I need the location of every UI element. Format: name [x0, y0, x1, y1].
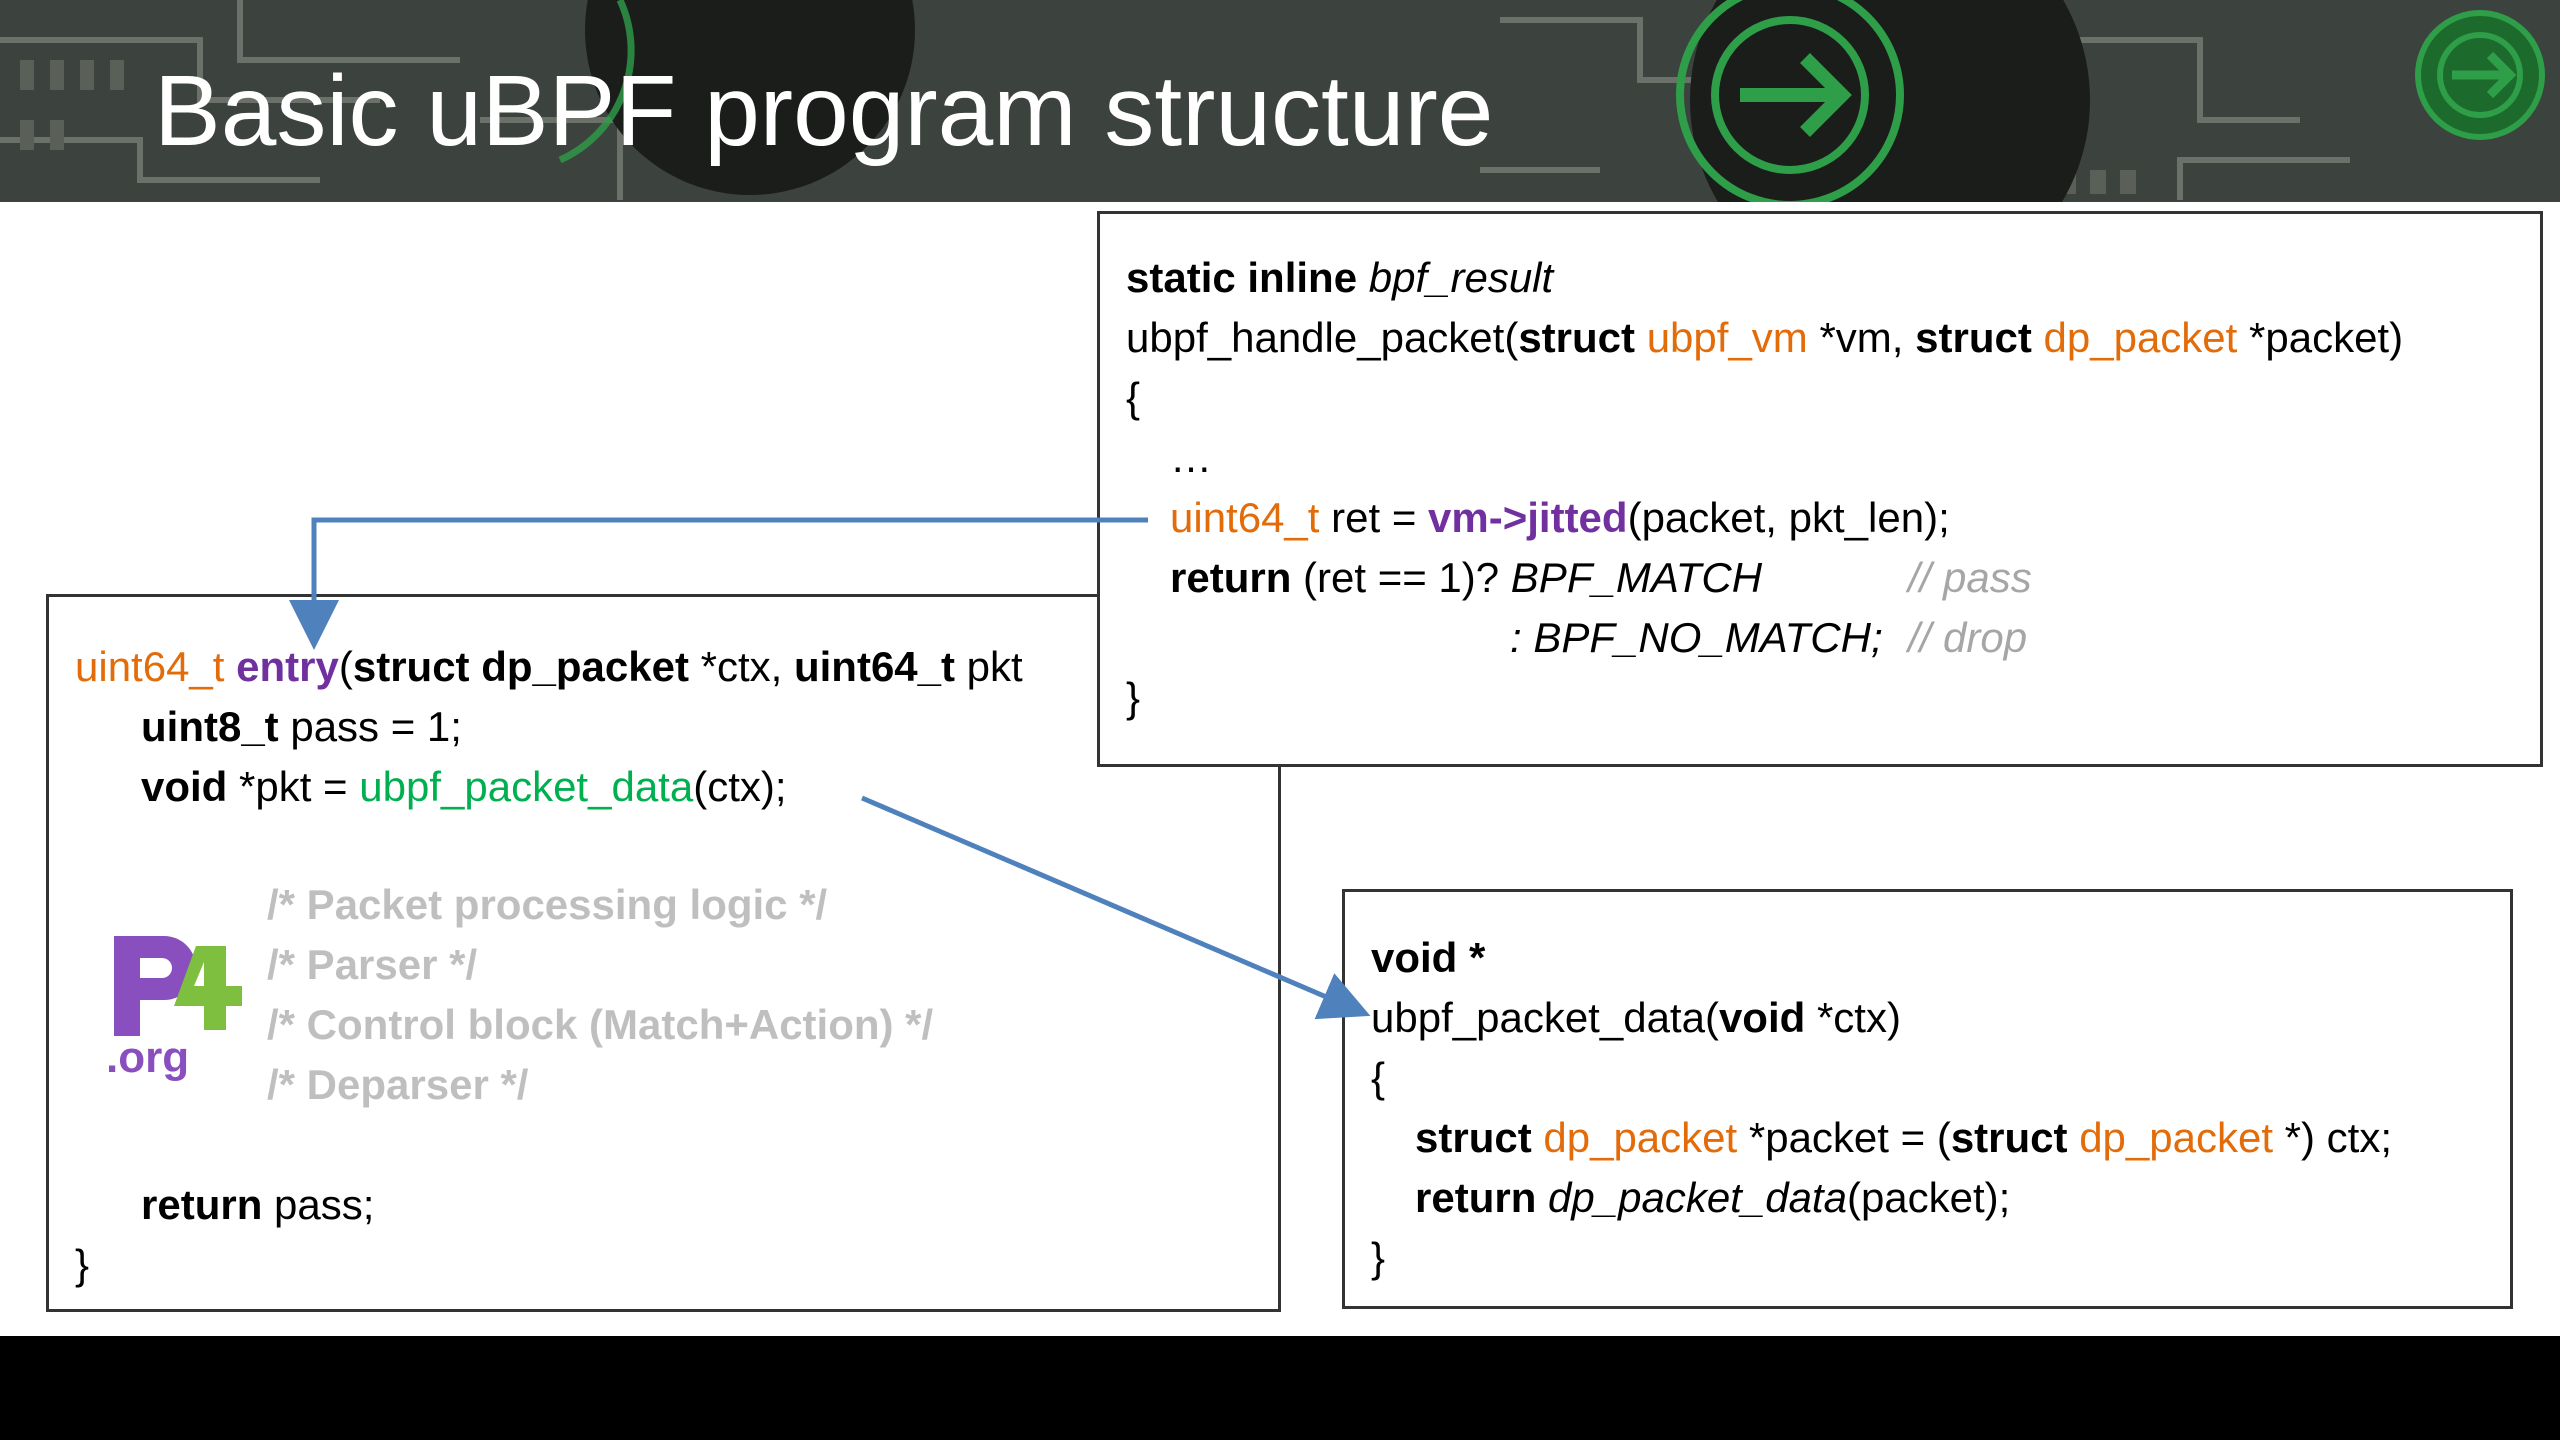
keyword-token: void — [141, 763, 228, 810]
data-signature-line: ubpf_packet_data(void *ctx) — [1371, 988, 1901, 1048]
keyword-token: struct — [1950, 1114, 2068, 1161]
code-token: *) ctx; — [2273, 1114, 2393, 1161]
drop-comment: // drop — [1908, 614, 2028, 661]
code-token: *pkt = — [227, 763, 360, 810]
closing-brace: } — [75, 1241, 90, 1288]
keyword-token: void — [1718, 994, 1806, 1041]
code-token: (ctx); — [693, 763, 787, 810]
keyword-token: struct — [1415, 1114, 1532, 1161]
type-token: dp_packet — [2043, 314, 2238, 361]
arg-token: *ctx) — [1805, 994, 1901, 1041]
function-name: entry — [236, 643, 339, 690]
function-call: dp_packet_data — [1548, 1174, 1847, 1221]
pass-comment: // pass — [1908, 554, 2032, 601]
packet-data-code-box: void * ubpf_packet_data(void *ctx) { str… — [1342, 889, 2513, 1309]
code-token: (packet); — [1846, 1174, 2011, 1221]
svg-text:.org: .org — [106, 1033, 189, 1082]
comment-line: /* Parser */ — [267, 941, 478, 988]
keyword-token: return — [1415, 1174, 1537, 1221]
entry-signature-line: uint64_t entry(struct dp_packet *ctx, ui… — [75, 637, 1023, 697]
keyword-token: struct — [1915, 314, 2032, 361]
code-token: pass; — [262, 1181, 375, 1228]
closing-brace: } — [1126, 674, 1141, 721]
arg-token: *ctx, — [688, 643, 794, 690]
code-token: *packet = ( — [1737, 1114, 1951, 1161]
code-token: ret = — [1319, 494, 1429, 541]
type-token: ubpf_vm — [1646, 314, 1808, 361]
type-token: uint64_t — [75, 643, 225, 690]
return-match-line: return (ret == 1)? BPF_MATCH — [1170, 548, 1762, 608]
type-token: bpf_result — [1368, 254, 1554, 301]
paren-token: ( — [338, 643, 353, 690]
function-call: ubpf_packet_data — [359, 763, 694, 810]
handle-signature-line: ubpf_handle_packet(struct ubpf_vm *vm, s… — [1126, 308, 2403, 368]
comment-line: /* Control block (Match+Action) */ — [267, 1001, 934, 1048]
ellipsis: … — [1170, 434, 1212, 481]
return-line: return pass; — [141, 1175, 374, 1235]
function-name: ubpf_packet_data( — [1371, 994, 1719, 1041]
handle-return-type-line: static inline bpf_result — [1126, 248, 1553, 308]
data-return-type-line: void * — [1371, 934, 1486, 981]
code-token: (packet, pkt_len); — [1627, 494, 1950, 541]
value-token: BPF_MATCH — [1510, 554, 1763, 601]
keyword-token: return — [141, 1181, 263, 1228]
code-token: pass = 1; — [278, 703, 462, 750]
function-name: ubpf_handle_packet( — [1126, 314, 1519, 361]
handle-packet-code-box: static inline bpf_result ubpf_handle_pac… — [1097, 211, 2543, 767]
slide-header: Basic uBPF program structure — [0, 0, 2560, 202]
p4-org-logo: .org — [106, 936, 242, 1082]
type-token: dp_packet — [1543, 1114, 1738, 1161]
keyword-token: static inline — [1126, 254, 1358, 301]
opening-brace: { — [1371, 1054, 1386, 1101]
cast-line: struct dp_packet *packet = (struct dp_pa… — [1415, 1108, 2392, 1168]
pkt-decl-line: void *pkt = ubpf_packet_data(ctx); — [141, 757, 787, 817]
opening-brace: { — [1126, 374, 1141, 421]
type-token: uint64_t — [1170, 494, 1320, 541]
closing-brace: } — [1371, 1234, 1386, 1281]
code-token: (ret == 1)? — [1291, 554, 1511, 601]
slide-title: Basic uBPF program structure — [154, 55, 1494, 167]
keyword-token: uint64_t — [793, 643, 956, 690]
arg-token: *vm, — [1807, 314, 1916, 361]
comment-line: /* Packet processing logic */ — [267, 881, 828, 928]
arg-token: *packet) — [2237, 314, 2404, 361]
keyword-token: struct dp_packet — [352, 643, 689, 690]
type-token: dp_packet — [2079, 1114, 2274, 1161]
circuit-board-background — [0, 0, 2560, 202]
comment-line: /* Deparser */ — [267, 1061, 529, 1108]
keyword-token: return — [1170, 554, 1292, 601]
keyword-token: uint8_t — [141, 703, 279, 750]
keyword-token: struct — [1518, 314, 1636, 361]
pass-decl-line: uint8_t pass = 1; — [141, 697, 462, 757]
slide: Basic uBPF program structure uint64_t en… — [0, 0, 2560, 1336]
function-call: vm->jitted — [1428, 494, 1628, 541]
arg-token: pkt — [955, 643, 1023, 690]
jit-call-line: uint64_t ret = vm->jitted(packet, pkt_le… — [1170, 488, 1950, 548]
no-match-line: : BPF_NO_MATCH; — [1510, 614, 1883, 661]
return-data-line: return dp_packet_data(packet); — [1415, 1168, 2010, 1228]
